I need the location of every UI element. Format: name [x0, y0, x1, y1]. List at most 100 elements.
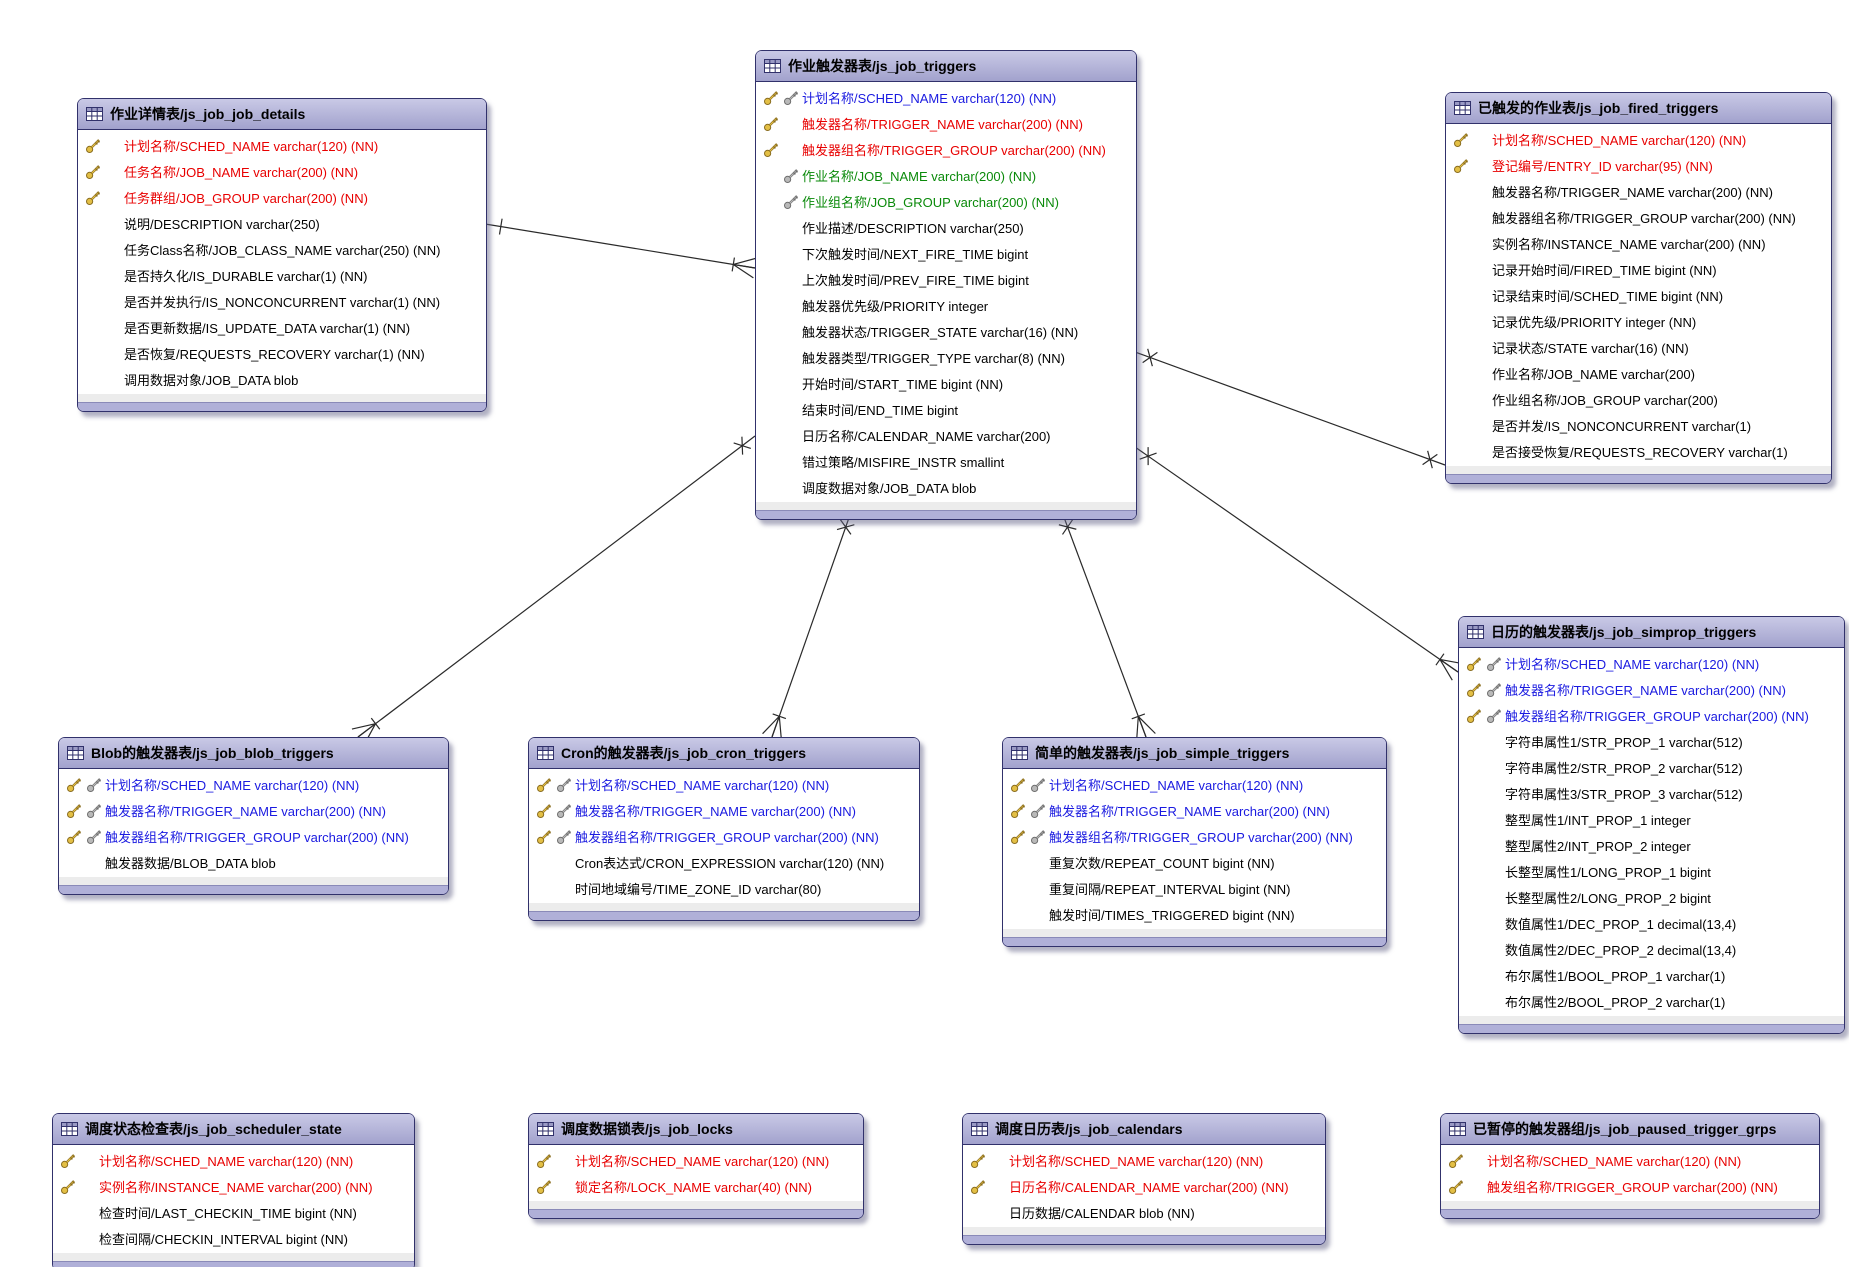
primary-key-icon [85, 189, 102, 211]
key-icon-slot [1446, 230, 1492, 256]
key-icon-slot [756, 136, 802, 162]
entity-js_job_triggers[interactable]: 作业触发器表/js_job_triggers 计划名称/SCHED_NAME v… [755, 50, 1137, 520]
key-icon-slot [756, 162, 802, 188]
table-header[interactable]: 调度日历表/js_job_calendars [963, 1114, 1325, 1145]
table-grid-icon [971, 1122, 988, 1136]
table-fields: 计划名称/SCHED_NAME varchar(120) (NN) 锁定名称/L… [529, 1145, 863, 1199]
field-row: 触发器名称/TRIGGER_NAME varchar(200) (NN) [1003, 797, 1386, 823]
foreign-key-icon [1486, 707, 1503, 729]
table-footer [53, 1253, 414, 1261]
entity-js_job_simprop_triggers[interactable]: 日历的触发器表/js_job_simprop_triggers 计划名称/SCH… [1458, 616, 1845, 1034]
primary-key-icon [66, 776, 83, 798]
field-label: 是否持久化/IS_DURABLE varchar(1) (NN) [124, 268, 368, 284]
table-header[interactable]: 已触发的作业表/js_job_fired_triggers [1446, 93, 1831, 124]
key-icon-slot [1003, 823, 1049, 849]
key-icon-slot [1003, 901, 1049, 927]
field-label: 触发器组名称/TRIGGER_GROUP varchar(200) (NN) [1505, 708, 1809, 724]
key-icon-slot [1459, 910, 1505, 936]
entity-js_job_paused_trigger_grps[interactable]: 已暂停的触发器组/js_job_paused_trigger_grps 计划名称… [1440, 1113, 1820, 1219]
key-icon-slot [529, 823, 575, 849]
primary-key-icon [763, 89, 780, 111]
table-header[interactable]: Cron的触发器表/js_job_cron_triggers [529, 738, 919, 769]
entity-js_job_blob_triggers[interactable]: Blob的触发器表/js_job_blob_triggers 计划名称/SCHE… [58, 737, 449, 895]
field-row: 计划名称/SCHED_NAME varchar(120) (NN) [53, 1147, 414, 1173]
table-header[interactable]: 简单的触发器表/js_job_simple_triggers [1003, 738, 1386, 769]
field-label: 数值属性2/DEC_PROP_2 decimal(13,4) [1505, 942, 1737, 958]
field-row: 触发时间/TIMES_TRIGGERED bigint (NN) [1003, 901, 1386, 927]
table-title: 作业触发器表/js_job_triggers [788, 58, 977, 74]
field-label: 记录状态/STATE varchar(16) (NN) [1492, 340, 1689, 356]
field-label: 上次触发时间/PREV_FIRE_TIME bigint [802, 272, 1029, 288]
entity-js_job_fired_triggers[interactable]: 已触发的作业表/js_job_fired_triggers 计划名称/SCHED… [1445, 92, 1832, 484]
table-header[interactable]: 日历的触发器表/js_job_simprop_triggers [1459, 617, 1844, 648]
table-footer-bar [756, 510, 1136, 519]
table-footer-bar [59, 885, 448, 894]
primary-key-icon [1010, 776, 1027, 798]
entity-js_job_cron_triggers[interactable]: Cron的触发器表/js_job_cron_triggers 计划名称/SCHE… [528, 737, 920, 921]
field-label: 作业组名称/JOB_GROUP varchar(200) [1492, 392, 1718, 408]
table-grid-icon [1467, 625, 1484, 639]
field-row: 计划名称/SCHED_NAME varchar(120) (NN) [529, 1147, 863, 1173]
key-icon-slot [529, 875, 575, 901]
entity-js_job_simple_triggers[interactable]: 简单的触发器表/js_job_simple_triggers 计划名称/SCHE… [1002, 737, 1387, 947]
table-title: 作业详情表/js_job_job_details [110, 106, 306, 122]
foreign-key-icon [1030, 828, 1047, 850]
key-icon-slot [756, 344, 802, 370]
key-icon-slot [756, 84, 802, 110]
table-header[interactable]: 已暂停的触发器组/js_job_paused_trigger_grps [1441, 1114, 1819, 1145]
key-icon-slot [78, 158, 124, 184]
primary-key-icon [66, 828, 83, 850]
primary-key-icon [66, 802, 83, 824]
table-grid-icon [1454, 101, 1471, 115]
key-icon-slot [756, 396, 802, 422]
table-footer-bar [1446, 474, 1831, 483]
field-row: 是否并发执行/IS_NONCONCURRENT varchar(1) (NN) [78, 288, 486, 314]
field-label: 触发器名称/TRIGGER_NAME varchar(200) (NN) [105, 803, 386, 819]
table-footer-bar [963, 1235, 1325, 1244]
field-label: 计划名称/SCHED_NAME varchar(120) (NN) [1487, 1153, 1742, 1169]
entity-js_job_calendars[interactable]: 调度日历表/js_job_calendars 计划名称/SCHED_NAME v… [962, 1113, 1326, 1245]
table-grid-icon [537, 1122, 554, 1136]
primary-key-icon [60, 1152, 77, 1174]
table-fields: 计划名称/SCHED_NAME varchar(120) (NN) 触发器名称/… [756, 82, 1136, 500]
table-footer [1446, 466, 1831, 474]
table-header[interactable]: 调度状态检查表/js_job_scheduler_state [53, 1114, 414, 1145]
table-footer [78, 394, 486, 402]
entity-js_job_locks[interactable]: 调度数据锁表/js_job_locks 计划名称/SCHED_NAME varc… [528, 1113, 864, 1219]
key-icon-slot [756, 110, 802, 136]
foreign-key-icon [783, 167, 800, 189]
field-label: 实例名称/INSTANCE_NAME varchar(200) (NN) [1492, 236, 1766, 252]
entity-js_job_scheduler_state[interactable]: 调度状态检查表/js_job_scheduler_state 计划名称/SCHE… [52, 1113, 415, 1267]
field-row: 字符串属性2/STR_PROP_2 varchar(512) [1459, 754, 1844, 780]
key-icon-slot [1459, 728, 1505, 754]
table-footer [1441, 1201, 1819, 1209]
field-label: 字符串属性2/STR_PROP_2 varchar(512) [1505, 760, 1743, 776]
key-icon-slot [756, 188, 802, 214]
field-label: 任务群组/JOB_GROUP varchar(200) (NN) [124, 190, 368, 206]
primary-key-icon [536, 828, 553, 850]
field-label: Cron表达式/CRON_EXPRESSION varchar(120) (NN… [575, 855, 885, 871]
field-label: 计划名称/SCHED_NAME varchar(120) (NN) [105, 777, 360, 793]
table-fields: 计划名称/SCHED_NAME varchar(120) (NN) 触发器名称/… [1459, 648, 1844, 1014]
field-label: 触发器名称/TRIGGER_NAME varchar(200) (NN) [575, 803, 856, 819]
table-header[interactable]: 作业详情表/js_job_job_details [78, 99, 486, 130]
foreign-key-icon [556, 828, 573, 850]
foreign-key-icon [86, 828, 103, 850]
field-row: 触发器名称/TRIGGER_NAME varchar(200) (NN) [1459, 676, 1844, 702]
field-row: 作业组名称/JOB_GROUP varchar(200) [1446, 386, 1831, 412]
key-icon-slot [756, 474, 802, 500]
table-grid-icon [86, 107, 103, 121]
field-row: 是否更新数据/IS_UPDATE_DATA varchar(1) (NN) [78, 314, 486, 340]
field-row: 计划名称/SCHED_NAME varchar(120) (NN) [78, 132, 486, 158]
table-header[interactable]: 作业触发器表/js_job_triggers [756, 51, 1136, 82]
table-header[interactable]: Blob的触发器表/js_job_blob_triggers [59, 738, 448, 769]
key-icon-slot [756, 318, 802, 344]
field-row: 是否并发/IS_NONCONCURRENT varchar(1) [1446, 412, 1831, 438]
entity-js_job_job_details[interactable]: 作业详情表/js_job_job_details 计划名称/SCHED_NAME… [77, 98, 487, 412]
table-header[interactable]: 调度数据锁表/js_job_locks [529, 1114, 863, 1145]
field-label: 长整型属性1/LONG_PROP_1 bigint [1505, 864, 1711, 880]
field-row: 整型属性1/INT_PROP_1 integer [1459, 806, 1844, 832]
field-label: 触发器数据/BLOB_DATA blob [105, 855, 276, 871]
